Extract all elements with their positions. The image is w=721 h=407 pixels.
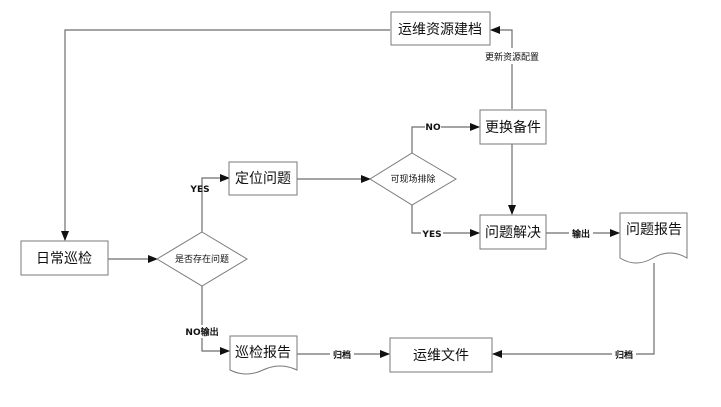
label-no-output: NO输出: [185, 326, 218, 338]
node-replace-parts: 更换备件: [479, 109, 547, 145]
label-yes-top: YES: [189, 185, 209, 195]
edge-problem-report-to-docs: [492, 263, 655, 358]
connectors: [61, 26, 655, 358]
node-resource-archive: 运维资源建档: [390, 11, 491, 46]
node-ops-documents: 运维文件: [389, 337, 493, 373]
label-output: 输出: [572, 228, 590, 240]
decision-has-problem: 是否存在问题: [156, 231, 248, 287]
node-solve-problem: 问题解决: [479, 214, 547, 250]
label-update-resource-config: 更新资源配置: [485, 51, 539, 63]
node-label: 定位问题: [235, 171, 291, 187]
edge-fix-to-replace: [411, 123, 480, 153]
label-no-top: NO: [425, 123, 441, 133]
edge-labels: 更新资源配置 NO YES YES 输出 NO输出 归档 归档: [183, 48, 636, 361]
node-label: 问题解决: [485, 225, 541, 241]
node-label: 运维文件: [413, 348, 469, 364]
document-inspection-report: 巡检报告: [229, 335, 298, 375]
label-archive-right: 归档: [615, 349, 633, 361]
node-label: 运维资源建档: [398, 22, 482, 38]
document-problem-report: 问题报告: [619, 212, 688, 264]
edge-replace-to-archive: [490, 26, 513, 109]
node-label: 日常巡检: [36, 251, 92, 267]
decision-label: 是否存在问题: [175, 253, 229, 265]
edge-fix-to-solve: [411, 205, 480, 237]
node-daily-inspection: 日常巡检: [20, 240, 109, 276]
node-locate-problem: 定位问题: [228, 161, 298, 196]
label-archive-left: 归档: [333, 349, 351, 361]
edge-decision-to-locate: [201, 174, 230, 232]
document-label: 巡检报告: [235, 345, 291, 361]
label-yes-bottom: YES: [421, 230, 441, 240]
edge-archive-to-inspection: [61, 29, 390, 241]
node-label: 更换备件: [485, 119, 541, 136]
edge-decision-to-report: [201, 286, 230, 355]
document-label: 问题报告: [626, 222, 682, 238]
decision-onsite-fix: 可现场排除: [369, 152, 457, 206]
decision-label: 可现场排除: [390, 173, 435, 185]
